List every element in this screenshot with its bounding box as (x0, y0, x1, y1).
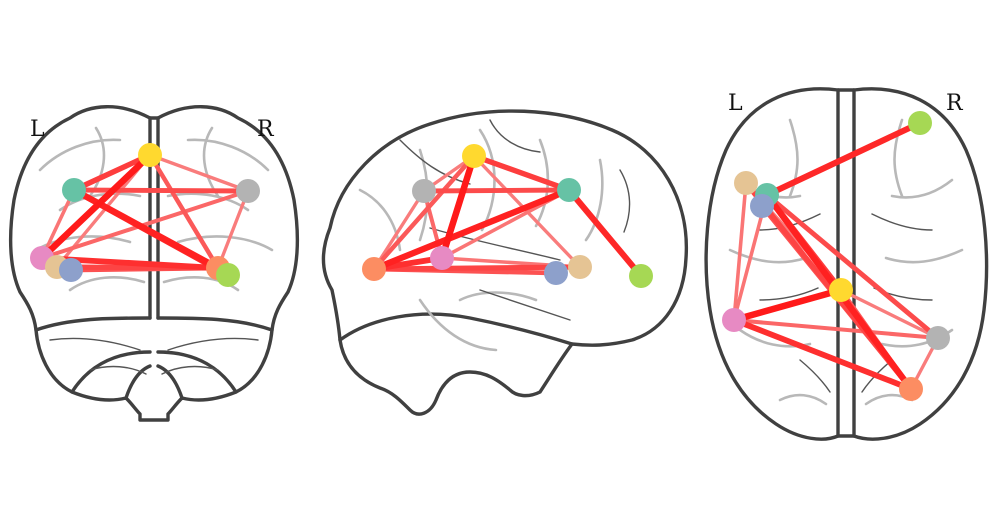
axial-view: L R (704, 87, 989, 441)
coronal-edge-yellow-pink (38, 151, 154, 262)
axial-edge-yellow-gray (839, 288, 940, 340)
sagittal-brain-outline (321, 109, 689, 416)
sagittal-cerebellum (338, 312, 574, 346)
sagittal-node-pink (430, 246, 454, 270)
sagittal-node-yellow (462, 144, 486, 168)
axial-node-green (908, 111, 932, 135)
axial-right-label: R (946, 91, 964, 116)
coronal-edge-gray-pink (39, 188, 251, 261)
sagittal-edge-teal-green (565, 186, 645, 280)
sagittal-node-orange (362, 257, 386, 281)
coronal-edge-yellow-orange (147, 152, 221, 271)
sagittal-node-blue (544, 261, 568, 285)
axial-node-orange (899, 377, 923, 401)
axial-midline (836, 88, 856, 438)
coronal-edge-teal-pink (40, 188, 76, 260)
axial-node-tan (734, 171, 758, 195)
coronal-view: L R (8, 105, 300, 422)
axial-edge-tan-pink (732, 181, 748, 322)
sagittal-view (321, 109, 689, 416)
coronal-node-yellow (138, 143, 162, 167)
sagittal-node-green (629, 264, 653, 288)
coronal-node-green (216, 263, 240, 287)
coronal-sulci (49, 337, 259, 375)
coronal-node-gray (236, 179, 260, 203)
sagittal-edge-yellow-teal (471, 153, 572, 193)
axial-left-label: L (728, 91, 743, 116)
sagittal-edge-gray-orange (372, 189, 426, 271)
sagittal-node-tan (568, 255, 592, 279)
coronal-cerebellum (34, 316, 274, 400)
axial-nodes (722, 111, 950, 401)
coronal-edge-yellow-teal (71, 152, 153, 193)
axial-node-yellow (829, 278, 853, 302)
axial-edges (730, 119, 941, 393)
axial-edge-pink-orange (731, 317, 914, 392)
sagittal-edge-yellow-orange (371, 153, 477, 272)
coronal-left-label: L (30, 117, 45, 142)
coronal-node-blue (59, 258, 83, 282)
axial-edge-yellow-pink (730, 286, 845, 324)
coronal-edge-teal-gray (71, 187, 251, 194)
axial-edge-teal-green (763, 119, 924, 199)
coronal-nodes (30, 143, 260, 287)
sagittal-edge-teal-orange (370, 186, 573, 273)
sagittal-edge-teal-gray (421, 187, 572, 194)
coronal-brain-outline (8, 105, 300, 422)
coronal-edge-gray-orange (216, 189, 250, 270)
axial-edge-gray-pink (731, 317, 941, 341)
sagittal-edge-yellow-pink (438, 152, 478, 262)
sagittal-sulci (399, 119, 631, 321)
sagittal-node-gray (412, 179, 436, 203)
axial-node-blue (750, 194, 774, 218)
coronal-edge-yellow-gray (148, 153, 250, 193)
axial-node-gray (926, 326, 950, 350)
sagittal-nodes (362, 144, 653, 288)
axial-edge-teal-gray (764, 192, 941, 341)
coronal-right-label: R (257, 117, 275, 142)
coronal-node-teal (62, 178, 86, 202)
axial-node-pink (722, 308, 746, 332)
sagittal-node-teal (557, 178, 581, 202)
